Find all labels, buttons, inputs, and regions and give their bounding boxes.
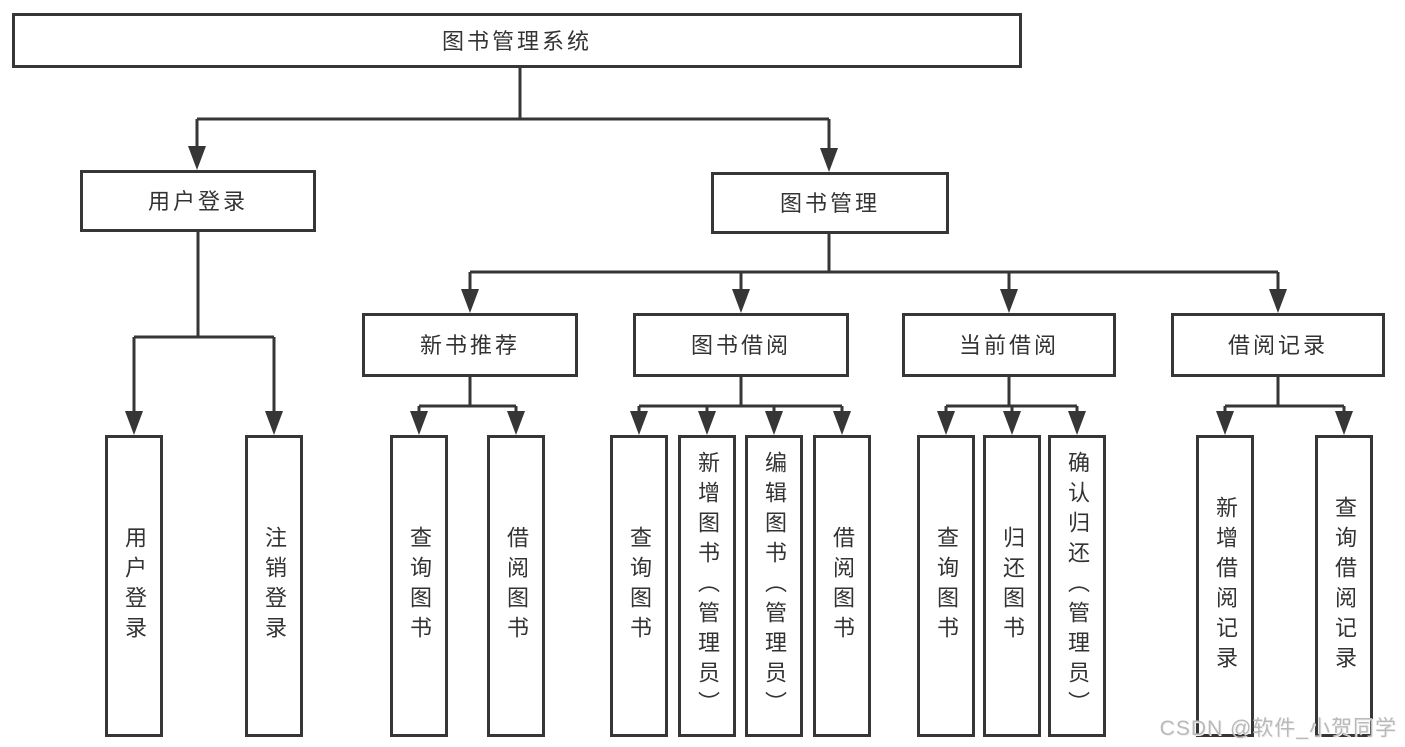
connector-borrow-to-leaves bbox=[637, 375, 844, 415]
csdn-watermark: CSDN @软件_小贺同学 bbox=[1159, 717, 1397, 740]
node-library-management-system: 图书管理系统 bbox=[12, 13, 1022, 68]
node-leaf-add-book-admin: 新增图书（管理员） bbox=[678, 435, 736, 737]
node-leaf-add-borrow-record: 新增借阅记录 bbox=[1196, 435, 1254, 737]
connector-root-to-level2 bbox=[195, 66, 831, 152]
node-leaf-borrow-book-recommend: 借阅图书 bbox=[487, 435, 545, 737]
node-leaf-query-book-recommend: 查询图书 bbox=[390, 435, 448, 737]
node-new-book-recommend: 新书推荐 bbox=[362, 313, 578, 377]
node-leaf-borrow-book-borrow: 借阅图书 bbox=[813, 435, 871, 737]
node-current-borrow: 当前借阅 bbox=[902, 313, 1116, 377]
node-leaf-query-borrow-record: 查询借阅记录 bbox=[1315, 435, 1373, 737]
node-book-borrow: 图书借阅 bbox=[633, 313, 849, 377]
node-leaf-confirm-return-admin: 确认归还（管理员） bbox=[1048, 435, 1106, 737]
node-leaf-user-login: 用户登录 bbox=[105, 435, 163, 737]
node-leaf-logout: 注销登录 bbox=[245, 435, 303, 737]
connector-record-to-leaves bbox=[1223, 375, 1346, 415]
node-leaf-query-book-current: 查询图书 bbox=[917, 435, 975, 737]
node-leaf-return-book: 归还图书 bbox=[983, 435, 1041, 737]
node-book-management: 图书管理 bbox=[711, 172, 949, 234]
connector-recommend-to-leaves bbox=[417, 375, 518, 415]
connector-current-to-leaves bbox=[944, 375, 1079, 415]
node-leaf-query-book-borrow: 查询图书 bbox=[610, 435, 668, 737]
connector-userlogin-to-leaves bbox=[132, 230, 276, 415]
connector-bookmgmt-to-level3 bbox=[468, 232, 1280, 293]
node-leaf-edit-book-admin: 编辑图书（管理员） bbox=[745, 435, 803, 737]
node-borrow-record: 借阅记录 bbox=[1171, 313, 1385, 377]
node-user-login: 用户登录 bbox=[80, 170, 316, 232]
